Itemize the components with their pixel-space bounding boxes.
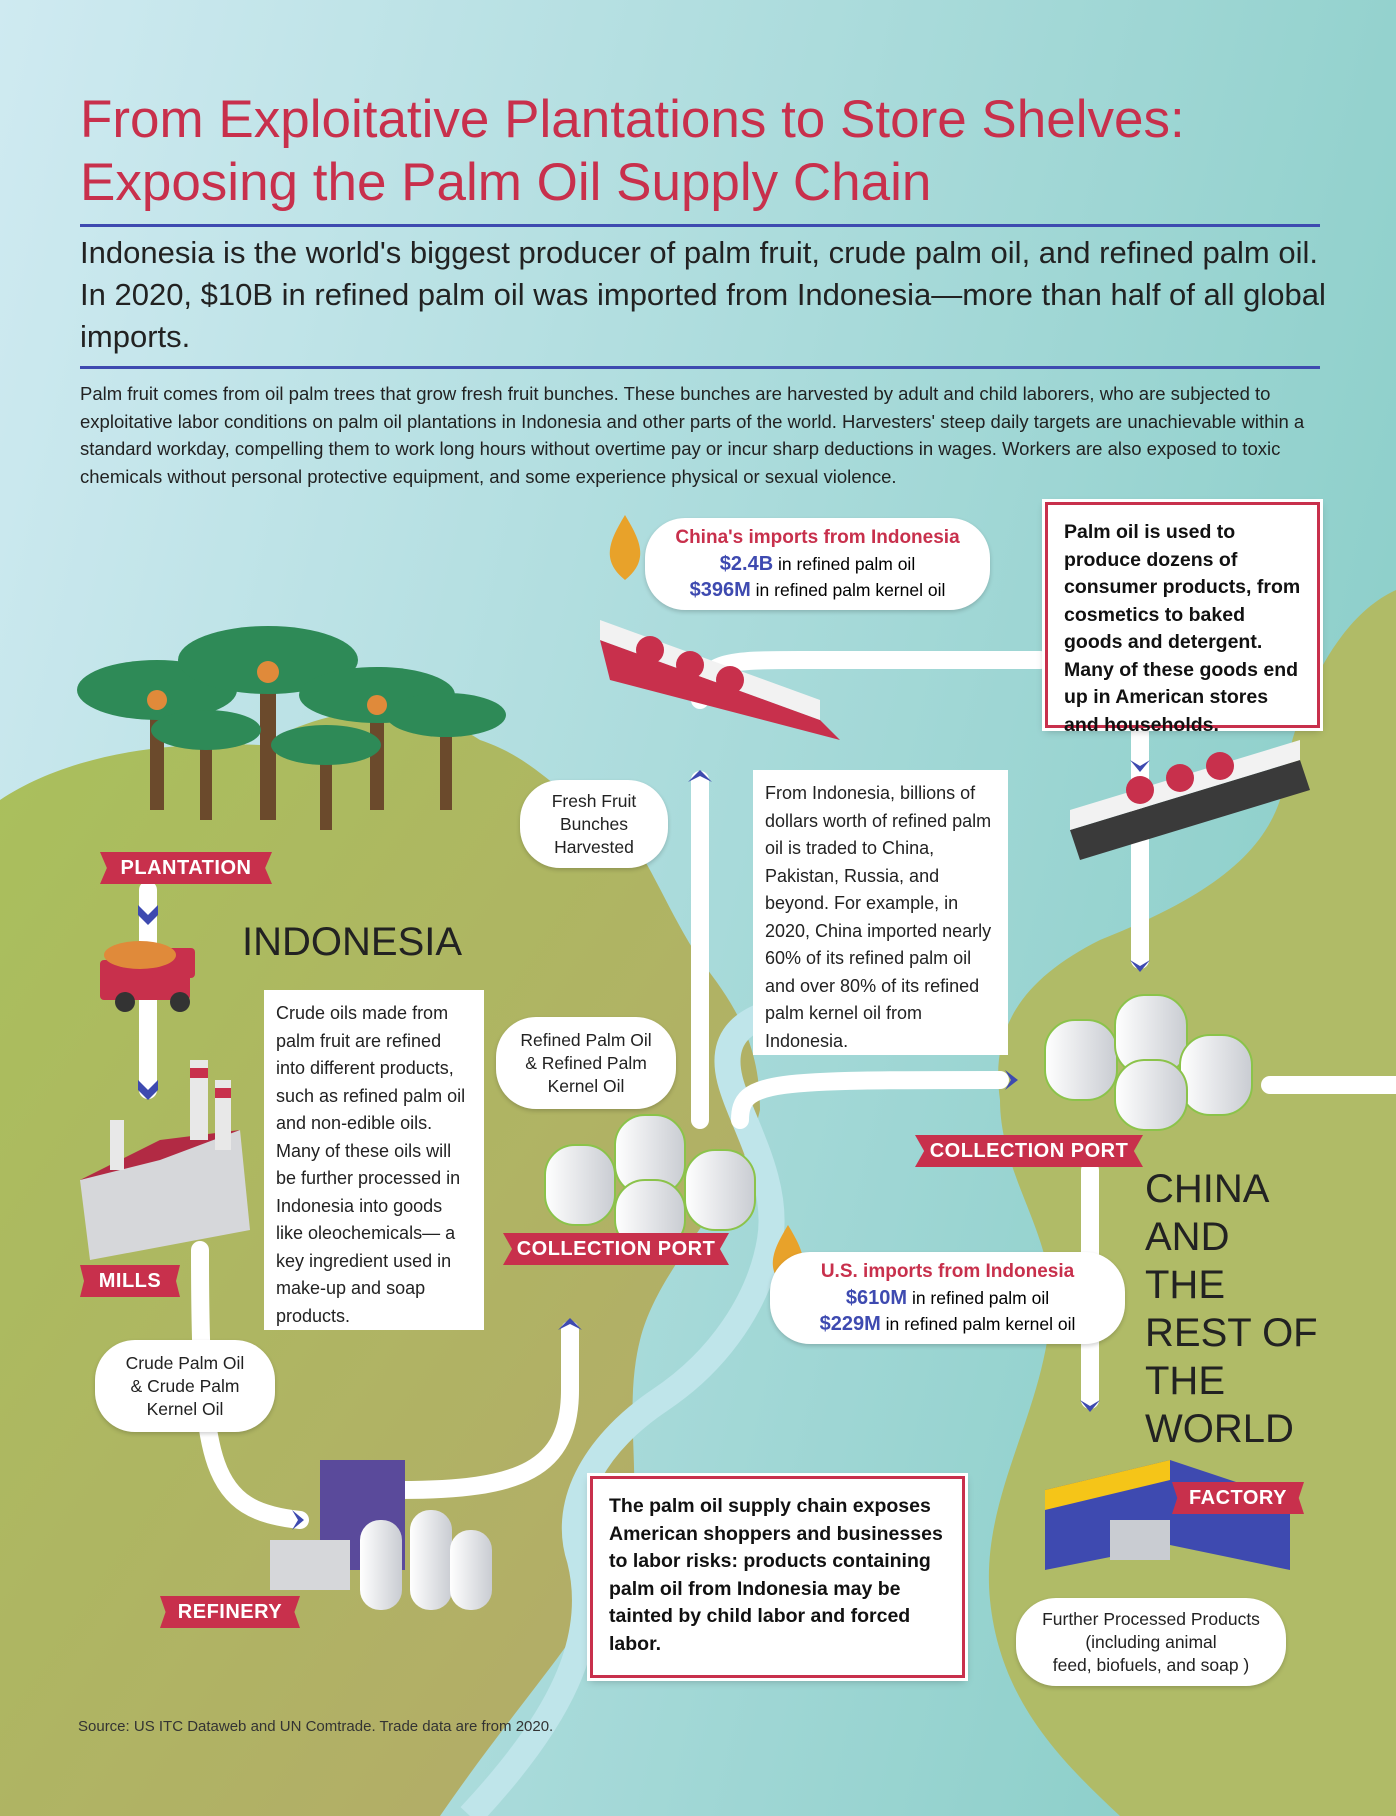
pill-line: Kernel Oil (146, 1398, 224, 1419)
label-crude-oil: Crude Palm Oil & Crude Palm Kernel Oil (95, 1340, 275, 1432)
trade-info: From Indonesia, billions of dollars wort… (753, 770, 1008, 1055)
region-indonesia: INDONESIA (242, 920, 463, 964)
us-amount-1: $610M (845, 1287, 908, 1309)
china-item-2: in refined palm kernel oil (755, 580, 946, 600)
mill-factory (80, 1060, 250, 1260)
region-line: THE (1145, 1359, 1225, 1403)
china-imports-heading: China's imports from Indonesia (675, 527, 960, 548)
title-line-1: From Exploitative Plantations to Store S… (80, 90, 1185, 149)
us-item-2: in refined palm kernel oil (885, 1314, 1076, 1334)
palm-trees (77, 626, 506, 830)
china-item-1: in refined palm oil (778, 554, 916, 574)
us-imports-bubble: U.S. imports from Indonesia $610M in ref… (770, 1252, 1125, 1344)
truck (100, 941, 195, 1012)
label-fresh-fruit: Fresh Fruit Bunches Harvested (520, 780, 668, 868)
us-imports-line-2: $229M in refined palm kernel oil (770, 1311, 1125, 1337)
region-line: CHINA (1145, 1167, 1270, 1211)
us-item-1: in refined palm oil (911, 1288, 1050, 1308)
storage-tanks-world (1044, 994, 1253, 1131)
pill-line: feed, biofuels, and soap ) (1052, 1654, 1250, 1675)
region-rest-of-world: CHINA AND THE REST OF THE WORLD (1145, 1165, 1318, 1453)
pill-line: Refined Palm Oil (520, 1029, 652, 1050)
region-line: AND (1145, 1215, 1230, 1259)
pill-line: & Refined Palm (525, 1052, 647, 1073)
labor-risk-callout: The palm oil supply chain exposes Americ… (590, 1476, 965, 1678)
china-imports-line-1: $2.4B in refined palm oil (645, 551, 990, 577)
subtitle: Indonesia is the world's biggest produce… (80, 235, 1326, 354)
region-line: THE (1145, 1263, 1225, 1307)
region-line: REST OF (1145, 1311, 1318, 1355)
china-amount-1: $2.4B (719, 553, 774, 575)
source-note: Source: US ITC Dataweb and UN Comtrade. … (78, 1718, 554, 1735)
crude-oils-info: Crude oils made from palm fruit are refi… (264, 990, 484, 1330)
intro-paragraph: Palm fruit comes from oil palm trees tha… (80, 383, 1305, 487)
banner-refinery: REFINERY (160, 1596, 300, 1628)
banner-collection-port-world: COLLECTION PORT (915, 1135, 1143, 1167)
pill-line: & Crude Palm (130, 1375, 240, 1396)
us-imports-heading: U.S. imports from Indonesia (820, 1261, 1075, 1282)
label-further-processed: Further Processed Products (including an… (1016, 1598, 1286, 1686)
pill-line: (including animal (1085, 1631, 1217, 1652)
cargo-ships (600, 620, 1310, 860)
pill-line: Crude Palm Oil (125, 1352, 245, 1373)
banner-plantation: PLANTATION (100, 852, 272, 884)
region-line: WORLD (1145, 1407, 1294, 1451)
banner-collection-port-indonesia: COLLECTION PORT (503, 1233, 729, 1265)
banner-factory: FACTORY (1172, 1482, 1304, 1514)
subtitle-divider (80, 366, 1320, 369)
banner-mills: MILLS (80, 1265, 180, 1297)
pill-line: Kernel Oil (547, 1075, 625, 1096)
refinery (270, 1460, 492, 1610)
pill-line: Fresh Fruit (551, 790, 637, 811)
title-divider (80, 224, 1320, 227)
pill-line: Further Processed Products (1042, 1608, 1260, 1629)
storage-tanks-indonesia (544, 1114, 756, 1251)
pill-line: Harvested (554, 836, 634, 857)
pill-line: Bunches (559, 813, 629, 834)
page-title: From Exploitative Plantations to Store S… (80, 88, 1330, 214)
river (460, 997, 785, 1816)
consumer-products-callout: Palm oil is used to produce dozens of co… (1045, 502, 1320, 736)
title-line-2: Exposing the Palm Oil Supply Chain (80, 153, 932, 212)
china-imports-line-2: $396M in refined palm kernel oil (645, 577, 990, 603)
china-imports-bubble: China's imports from Indonesia $2.4B in … (645, 518, 990, 610)
china-amount-2: $396M (689, 579, 751, 601)
flow-arrows (138, 760, 1150, 1530)
label-refined-oil: Refined Palm Oil & Refined Palm Kernel O… (496, 1017, 676, 1109)
us-imports-line-1: $610M in refined palm oil (770, 1285, 1125, 1311)
us-amount-2: $229M (819, 1313, 881, 1335)
